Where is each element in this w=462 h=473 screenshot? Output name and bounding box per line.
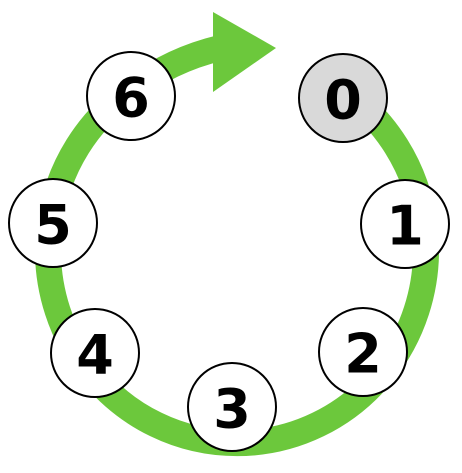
node-label: 1 — [386, 195, 424, 258]
nodes-layer: 01 2 3 4 5 6 — [8, 51, 450, 452]
node-label: 2 — [344, 323, 382, 386]
node-circle — [360, 179, 450, 269]
node-6: 6 — [86, 51, 176, 141]
node-circle — [8, 178, 98, 268]
node-circle — [187, 362, 277, 452]
node-1: 1 — [360, 179, 450, 269]
node-4: 4 — [50, 308, 140, 398]
node-5: 5 — [8, 178, 98, 268]
node-label: 5 — [34, 194, 72, 257]
node-circle — [318, 307, 408, 397]
node-label: 3 — [213, 378, 251, 441]
node-circle — [50, 308, 140, 398]
node-label: 4 — [76, 324, 114, 387]
node-label: 6 — [112, 67, 150, 130]
cycle-arrow-head — [213, 12, 276, 92]
node-circle — [298, 53, 388, 143]
node-2: 2 — [318, 307, 408, 397]
node-0: 0 — [298, 53, 388, 143]
node-circle — [86, 51, 176, 141]
node-3: 3 — [187, 362, 277, 452]
node-label: 0 — [324, 69, 362, 132]
